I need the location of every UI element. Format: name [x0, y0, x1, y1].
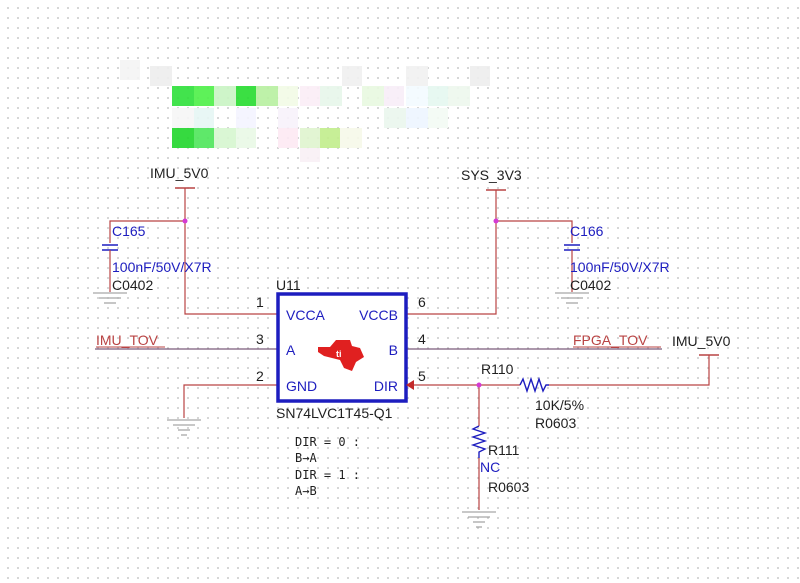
- r111-value: NC: [480, 459, 500, 475]
- wire-c166-top: [496, 220, 573, 243]
- pin-number: 5: [418, 368, 426, 384]
- note-line: DIR = 1 :: [295, 468, 360, 482]
- dir-input-arrow-icon: [406, 380, 414, 390]
- ic-ref: U11: [276, 277, 301, 293]
- capacitor-c165[interactable]: C165 100nF/50V/X7R C0402: [102, 223, 212, 293]
- pin-number: 6: [418, 294, 426, 310]
- pin-number: 1: [256, 294, 264, 310]
- pin-number: 3: [256, 331, 264, 347]
- pin-name: VCCA: [286, 307, 326, 323]
- svg-text:FPGA_TOV: FPGA_TOV: [573, 332, 648, 348]
- pin-name: B: [389, 342, 398, 358]
- wire-imu5v0-vertical: [184, 188, 278, 315]
- wire-r110-right: [549, 355, 710, 386]
- pin-number: 2: [256, 368, 264, 384]
- svg-text:ti: ti: [336, 349, 342, 359]
- note-line: B→A: [295, 451, 317, 465]
- wire-gnd-pin: [183, 384, 278, 418]
- junction-dot: [476, 382, 482, 388]
- junction-dot: [493, 218, 499, 224]
- capacitor-c166[interactable]: C166 100nF/50V/X7R C0402: [564, 223, 670, 293]
- svg-text:IMU_TOV: IMU_TOV: [96, 332, 159, 348]
- power-symbol-sys3v3[interactable]: SYS_3V3: [461, 167, 522, 191]
- ground-icon: [93, 292, 127, 304]
- c166-value: 100nF/50V/X7R: [570, 259, 670, 275]
- pin-name: VCCB: [359, 307, 398, 323]
- wire-sys3v3-vertical: [406, 190, 497, 315]
- power-symbol-imu5v0-left[interactable]: IMU_5V0: [150, 165, 209, 189]
- r111-ref: R111: [488, 442, 520, 458]
- ground-icon: [555, 292, 589, 304]
- ti-logo-icon: ti: [318, 340, 364, 371]
- ic-u11[interactable]: U11 SN74LVC1T45-Q1 1 3 2 6 4 5 VCCA A GN…: [256, 277, 426, 421]
- pin-number: 4: [418, 331, 426, 347]
- resistor-r110[interactable]: R110 10K/5% R0603: [481, 361, 584, 431]
- power-label-imu5v0-right: IMU_5V0: [672, 333, 731, 349]
- c166-package: C0402: [570, 277, 611, 293]
- r110-value: 10K/5%: [535, 397, 584, 413]
- c165-ref: C165: [112, 223, 146, 239]
- c166-ref: C166: [570, 223, 604, 239]
- junction-dot: [182, 218, 188, 224]
- pin-name: GND: [286, 378, 317, 394]
- r110-ref: R110: [481, 361, 514, 377]
- pin-name: A: [286, 342, 296, 358]
- c165-value: 100nF/50V/X7R: [112, 259, 212, 275]
- r110-package: R0603: [535, 415, 576, 431]
- dir-note: DIR = 0 : B→A DIR = 1 : A→B: [295, 435, 360, 498]
- note-line: DIR = 0 :: [295, 435, 360, 449]
- net-label-imu-tov[interactable]: IMU_TOV: [96, 332, 165, 348]
- pin-name: DIR: [374, 378, 398, 394]
- power-symbol-imu5v0-right[interactable]: IMU_5V0: [672, 333, 731, 356]
- note-line: A→B: [295, 484, 317, 498]
- blurred-title-block: [120, 60, 490, 162]
- ground-icon: [167, 419, 201, 436]
- power-label-imu5v0: IMU_5V0: [150, 165, 209, 181]
- ground-icon: [462, 511, 496, 528]
- wire-c165-top: [109, 220, 185, 243]
- c165-package: C0402: [112, 277, 153, 293]
- ic-part-number: SN74LVC1T45-Q1: [276, 405, 393, 421]
- resistor-r111[interactable]: R111 NC R0603: [470, 425, 529, 495]
- r111-package: R0603: [488, 479, 529, 495]
- power-label-sys3v3: SYS_3V3: [461, 167, 522, 183]
- net-label-fpga-tov[interactable]: FPGA_TOV: [573, 332, 661, 348]
